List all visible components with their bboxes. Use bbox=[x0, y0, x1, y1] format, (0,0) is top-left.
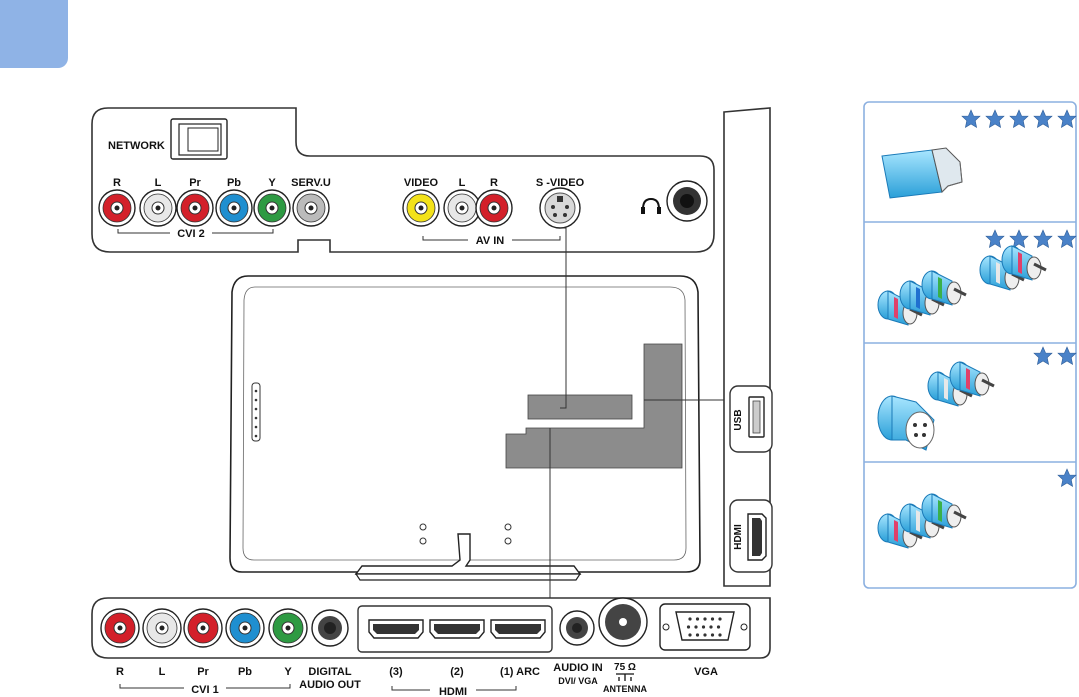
svideo-cable-icon bbox=[877, 361, 995, 451]
quality-legend bbox=[863, 101, 1077, 589]
av-label-0: VIDEO bbox=[404, 177, 439, 189]
cvi1-label-4: Y bbox=[284, 666, 292, 678]
network-port[interactable] bbox=[170, 118, 228, 160]
cvi2-jack-pb[interactable] bbox=[215, 189, 253, 227]
cvi2-label-2: Pr bbox=[189, 177, 201, 189]
cvi1-jack-r[interactable] bbox=[100, 608, 140, 648]
cvi1-bracket: CVI 1 bbox=[119, 682, 291, 696]
cvi2-jack-y[interactable] bbox=[253, 189, 291, 227]
av-jack-0[interactable] bbox=[402, 189, 440, 227]
vga-label: VGA bbox=[694, 666, 718, 678]
av-in-group-label: AV IN bbox=[476, 235, 505, 247]
av-in-bracket: AV IN bbox=[422, 234, 561, 247]
hdmi-group-label: HDMI bbox=[439, 686, 467, 697]
av-label-1: L bbox=[459, 177, 466, 189]
usb-port[interactable] bbox=[748, 396, 765, 438]
cvi1-jack-l[interactable] bbox=[142, 608, 182, 648]
tv-back bbox=[229, 275, 701, 573]
audio-in-label-1: AUDIO IN bbox=[553, 662, 603, 674]
cvi1-jack-pr[interactable] bbox=[183, 608, 223, 648]
side-hdmi-label: HDMI bbox=[733, 524, 744, 550]
hdmi-port-label-1: (2) bbox=[450, 666, 464, 678]
cvi1-jack-y[interactable] bbox=[268, 608, 308, 648]
antenna-label-ohm: 75 Ω bbox=[614, 662, 636, 673]
cvi2-jack-pr[interactable] bbox=[176, 189, 214, 227]
section-tab bbox=[0, 0, 68, 68]
digital-audio-out-label-1: DIGITAL bbox=[308, 666, 351, 678]
digital-audio-out-jack[interactable] bbox=[311, 609, 349, 647]
side-connector-panel bbox=[723, 107, 771, 587]
antenna-port[interactable] bbox=[598, 597, 648, 647]
hdmi-port-label-0: (3) bbox=[389, 666, 403, 678]
antenna-symbol-icon bbox=[616, 673, 634, 681]
usb-label: USB bbox=[733, 409, 744, 430]
side-hdmi-port[interactable] bbox=[747, 513, 767, 561]
antenna-label: ANTENNA bbox=[603, 684, 647, 694]
hdmi-bracket: HDMI bbox=[391, 684, 517, 697]
connection-lines bbox=[549, 227, 724, 600]
cvi2-jack-r[interactable] bbox=[98, 189, 136, 227]
av-label-2: R bbox=[490, 177, 498, 189]
headphone-jack[interactable] bbox=[666, 180, 708, 222]
cvi2-group-label: CVI 2 bbox=[177, 228, 205, 240]
hdmi-port-1[interactable] bbox=[429, 619, 485, 639]
cvi2-label-5: SERV.U bbox=[291, 177, 331, 189]
cvi2-jack-servu[interactable] bbox=[292, 189, 330, 227]
hdmi-port-0[interactable] bbox=[368, 619, 424, 639]
audio-in-jack[interactable] bbox=[559, 610, 595, 646]
component-cable-icon bbox=[877, 245, 1047, 326]
av-jack-2[interactable] bbox=[475, 189, 513, 227]
headphone-icon bbox=[641, 197, 661, 214]
hdmi-port-2[interactable] bbox=[490, 619, 546, 639]
network-label: NETWORK bbox=[108, 140, 165, 152]
cvi1-label-1: L bbox=[159, 666, 166, 678]
vga-port[interactable] bbox=[659, 603, 751, 651]
cvi2-label-1: L bbox=[155, 177, 162, 189]
cvi2-bracket: CVI 2 bbox=[117, 227, 274, 240]
svideo-jack[interactable] bbox=[539, 187, 581, 229]
cvi1-label-2: Pr bbox=[197, 666, 209, 678]
digital-audio-out-label-2: AUDIO OUT bbox=[299, 679, 361, 691]
audio-in-label-2: DVI/ VGA bbox=[558, 676, 598, 686]
av-label-3: S -VIDEO bbox=[536, 177, 585, 189]
cvi1-group-label: CVI 1 bbox=[191, 684, 219, 696]
hdmi-cable-icon bbox=[881, 147, 963, 199]
tv-stand bbox=[354, 533, 582, 581]
cvi2-label-0: R bbox=[113, 177, 121, 189]
cvi1-label-3: Pb bbox=[238, 666, 252, 678]
composite-cable-icon bbox=[877, 493, 967, 549]
legend-dividers bbox=[864, 221, 1076, 463]
cvi2-jack-l[interactable] bbox=[139, 189, 177, 227]
hdmi-port-label-2: (1) ARC bbox=[500, 666, 540, 678]
cvi1-jack-pb[interactable] bbox=[225, 608, 265, 648]
av-jack-1[interactable] bbox=[443, 189, 481, 227]
cvi2-label-4: Y bbox=[268, 177, 276, 189]
cvi2-label-3: Pb bbox=[227, 177, 241, 189]
cvi1-label-0: R bbox=[116, 666, 124, 678]
